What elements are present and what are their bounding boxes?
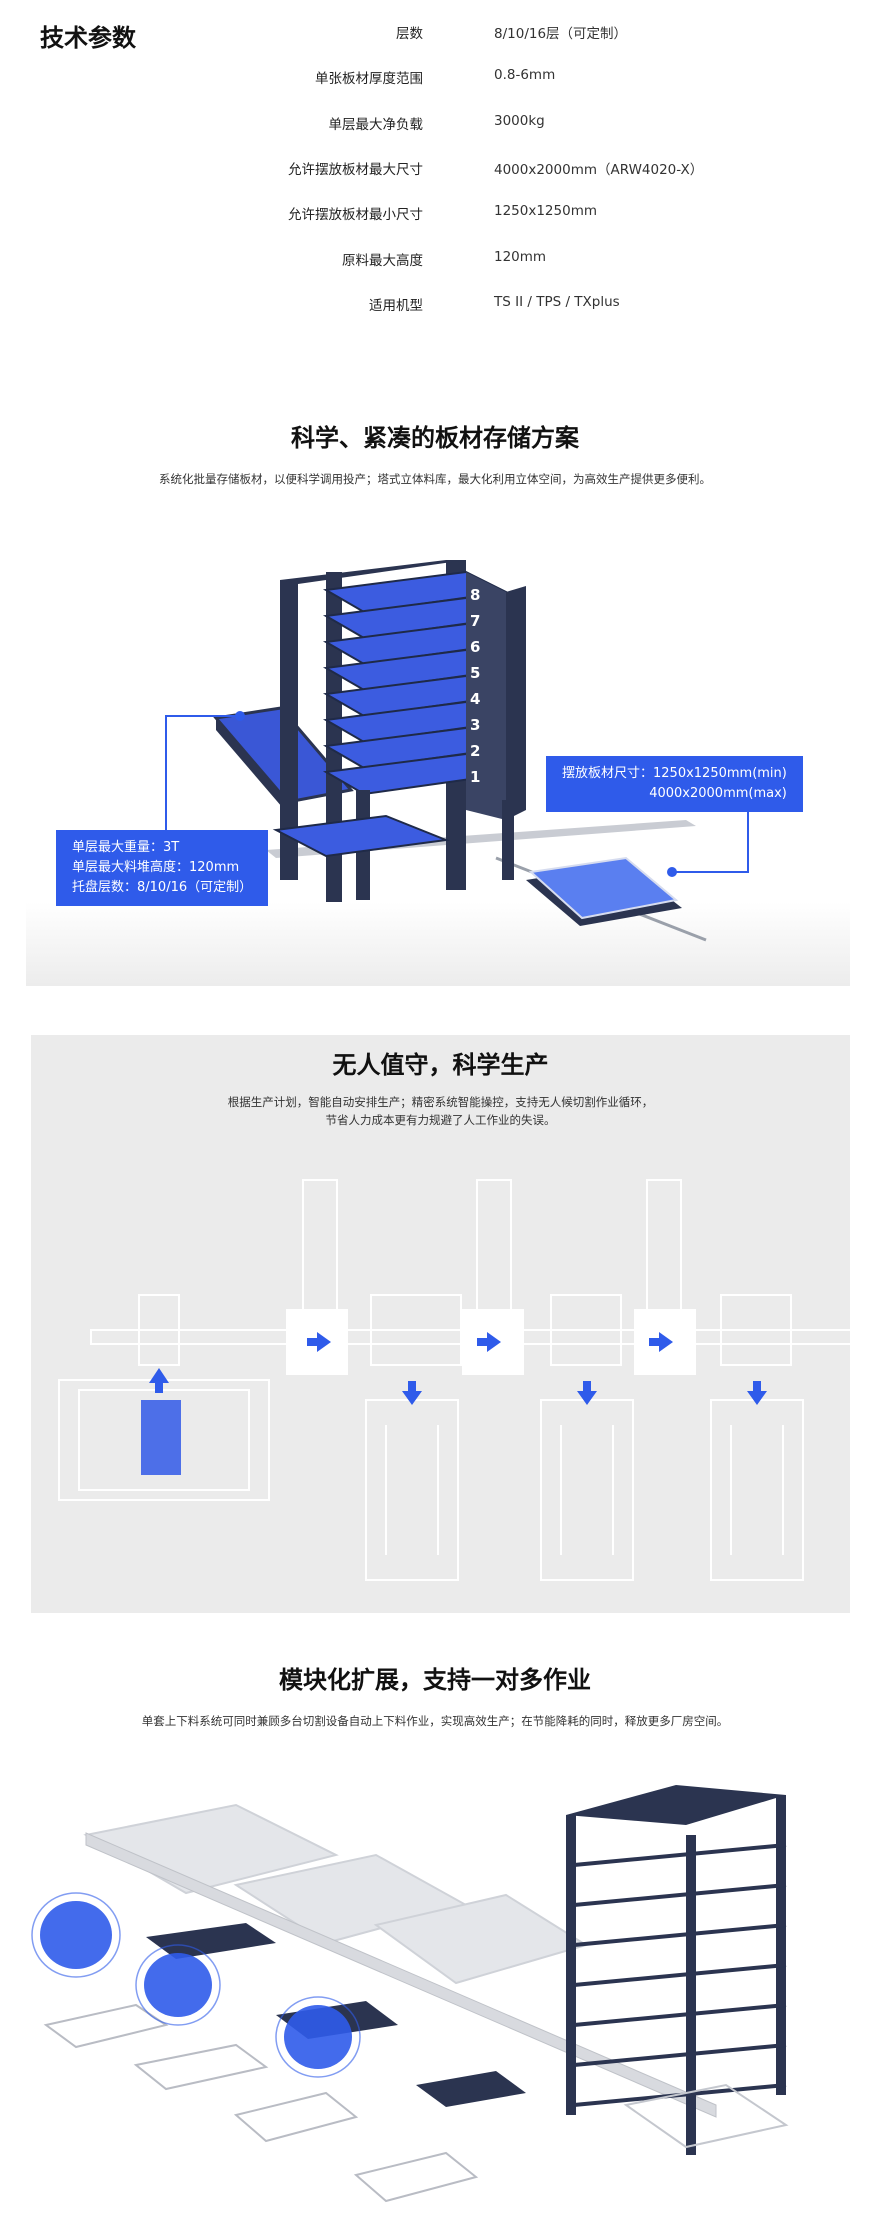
callout-line: 摆放板材尺寸：1250x1250mm(min) <box>562 766 787 781</box>
desc-line: 根据生产计划，智能自动安排生产；精密系统智能操控，支持无人候切割作业循环， <box>227 1095 654 1109</box>
spec-value: 8/10/16层（可定制） <box>494 26 628 42</box>
spec-value: 1250x1250mm <box>494 203 598 219</box>
storage-title: 科学、紧凑的板材存储方案 <box>291 424 579 452</box>
spec-label: 单张板材厚度范围 <box>315 71 423 87</box>
arrow-right-icon <box>307 1332 331 1352</box>
spec-label: 适用机型 <box>369 298 423 314</box>
spec-value: 0.8-6mm <box>494 67 556 83</box>
spec-value: 120mm <box>494 249 547 265</box>
desc-line: 节省人力成本更有力规避了人工作业的失误。 <box>325 1113 556 1127</box>
storage-desc: 系统化批量存储板材，以便科学调用投产；塔式立体料库，最大化利用立体空间，为高效生… <box>159 472 711 486</box>
unmanned-desc: 根据生产计划，智能自动安排生产；精密系统智能操控，支持无人候切割作业循环， 节省… <box>31 1093 850 1129</box>
spec-row: 层数 8/10/16层（可定制） <box>0 22 879 46</box>
layer-number: 3 <box>470 716 480 734</box>
arrow-down-icon <box>402 1381 422 1405</box>
layer-number: 1 <box>470 768 480 786</box>
storage-tower-drawing: 8 7 6 5 4 3 2 1 <box>165 560 749 942</box>
modular-layout-illustration <box>26 1775 856 2215</box>
layer-number: 2 <box>470 742 480 760</box>
spec-row: 适用机型 TS II / TPS / TXplus <box>0 294 879 318</box>
layer-number: 4 <box>470 690 480 708</box>
spec-label: 原料最大高度 <box>342 253 423 269</box>
layer-number: 7 <box>470 612 480 630</box>
spec-row: 单层最大净负载 3000kg <box>0 113 879 137</box>
spec-value: 3000kg <box>494 113 545 129</box>
modular-title: 模块化扩展，支持一对多作业 <box>279 1666 591 1694</box>
arrow-right-icon <box>649 1332 673 1352</box>
callout-line: 单层最大重量：3T <box>72 840 180 855</box>
spec-label: 允许摆放板材最小尺寸 <box>288 207 423 223</box>
tray-spec-callout: 单层最大重量：3T 单层最大料堆高度：120mm 托盘层数：8/10/16（可定… <box>56 830 269 906</box>
arrow-up-icon <box>149 1368 169 1393</box>
arrow-down-icon <box>747 1381 767 1405</box>
spec-row: 原料最大高度 120mm <box>0 249 879 273</box>
modular-desc: 单套上下料系统可同时兼顾多台切割设备自动上下料作业，实现高效生产；在节能降耗的同… <box>141 1714 729 1728</box>
sheet-size-callout: 摆放板材尺寸：1250x1250mm(min) 4000x2000mm(max) <box>546 756 803 812</box>
storage-tower-illustration: 8 7 6 5 4 3 2 1 单层最大重量：3T 单层最大料堆高度：120mm… <box>26 520 850 986</box>
callout-line: 4000x2000mm(max) <box>649 786 787 801</box>
shelf-stack <box>322 570 510 796</box>
arrow-right-icon <box>477 1332 501 1352</box>
arrow-down-icon <box>577 1381 597 1405</box>
spec-title: 技术参数 <box>40 24 136 52</box>
callout-line: 单层最大料堆高度：120mm <box>72 860 240 875</box>
spec-label: 单层最大净负载 <box>328 117 424 133</box>
layer-number: 6 <box>470 638 480 656</box>
unmanned-panel: 无人值守，科学生产 根据生产计划，智能自动安排生产；精密系统智能操控，支持无人候… <box>31 1035 850 1613</box>
spec-value: TS II / TPS / TXplus <box>494 294 620 310</box>
unmanned-title: 无人值守，科学生产 <box>332 1051 549 1079</box>
spec-value: 4000x2000mm（ARW4020-X） <box>494 162 704 178</box>
spec-row: 允许摆放板材最小尺寸 1250x1250mm <box>0 203 879 227</box>
spec-row: 允许摆放板材最大尺寸 4000x2000mm（ARW4020-X） <box>0 158 879 182</box>
layer-number: 5 <box>470 664 480 682</box>
flow-arrows <box>149 1332 767 1405</box>
layer-number: 8 <box>470 586 480 604</box>
spec-label: 允许摆放板材最大尺寸 <box>288 162 423 178</box>
spec-row: 单张板材厚度范围 0.8-6mm <box>0 67 879 91</box>
spec-label: 层数 <box>396 26 423 42</box>
modular-drawing <box>31 1785 789 2203</box>
production-line-diagram <box>58 1179 850 1581</box>
callout-line: 托盘层数：8/10/16（可定制） <box>72 880 253 895</box>
